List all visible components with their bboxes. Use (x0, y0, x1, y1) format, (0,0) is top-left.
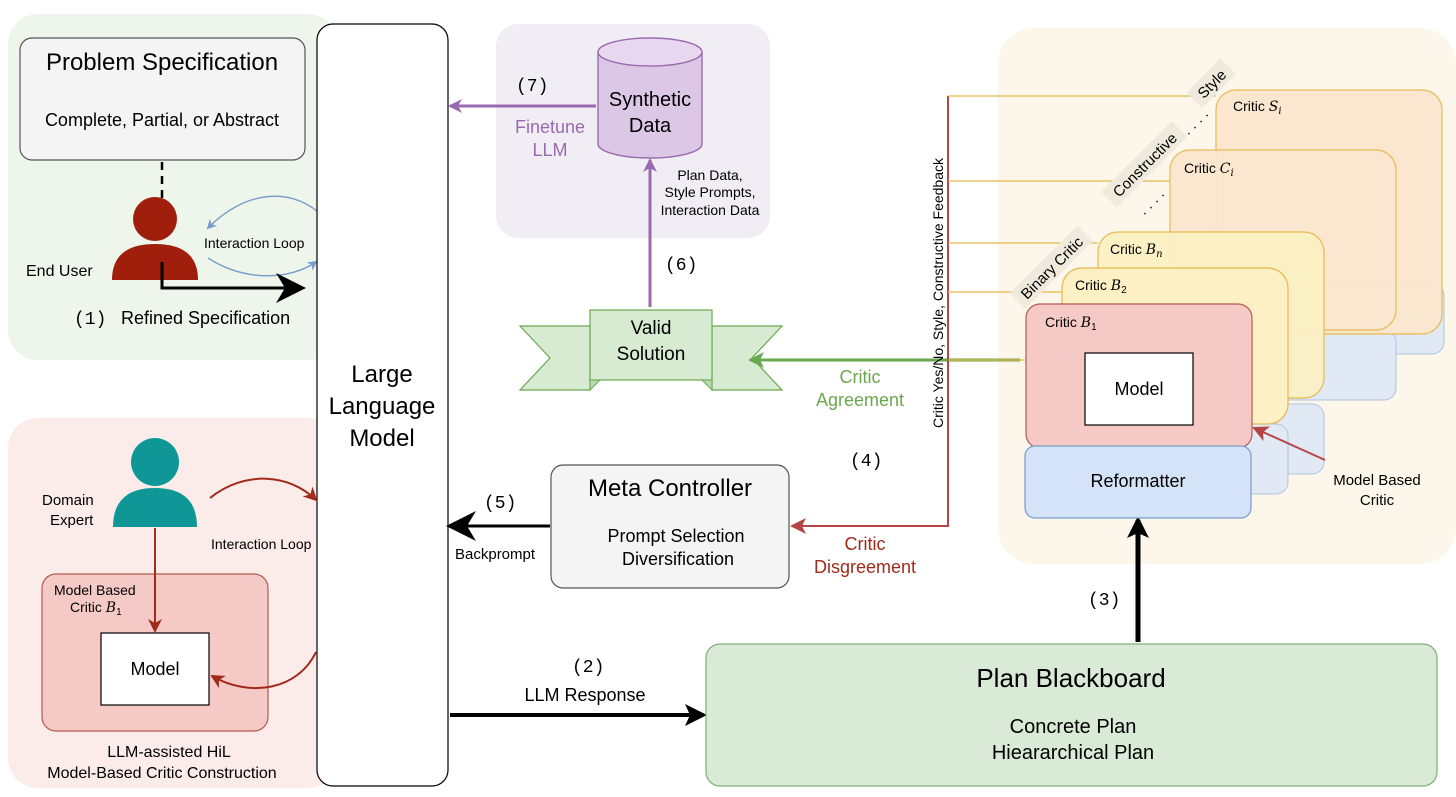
critic-b1-word: Critic (1045, 314, 1077, 330)
hil-model-box (100, 632, 210, 706)
meta-controller-line2: Diversification (622, 549, 734, 569)
step-3-label: (3) (1088, 591, 1120, 611)
hil-model-label: Model (130, 659, 179, 679)
hil-critic-box: Model Based Critic B1 Model (41, 573, 269, 732)
finetune-line1: Finetune (515, 117, 585, 137)
synthetic-data-line2: Style Prompts, (664, 184, 755, 200)
critic-b2-sym: B (1110, 278, 1121, 294)
step-6-label: (6) (665, 256, 697, 276)
critic-b1-sub: 1 (1091, 322, 1097, 333)
critic-b1-label: Critic B1 (1045, 314, 1097, 333)
problem-spec-subtitle: Complete, Partial, or Abstract (45, 110, 279, 130)
critic-b2-sub: 2 (1121, 285, 1127, 296)
end-user-interaction-loop: Interaction Loop (204, 235, 305, 251)
critic-bn-word: Critic (1110, 241, 1142, 257)
critic-c-word: Critic (1184, 160, 1216, 176)
hil-critic-sym: B (105, 600, 116, 616)
critic-c-label: Critic Ci (1184, 160, 1234, 179)
synthetic-line1: Synthetic (609, 89, 691, 111)
llm-box: Large Language Model (316, 23, 449, 787)
model-based-critic-line2: Critic (1360, 492, 1395, 509)
hil-critic-line1: Model Based (54, 582, 136, 598)
disagreement-line2: Disgreement (814, 557, 916, 577)
critic-s-sub: i (1278, 106, 1281, 117)
agreement-line2: Agreement (816, 390, 904, 410)
meta-controller-line1: Prompt Selection (607, 526, 744, 546)
hil-critic-line2: Critic B1 (70, 599, 122, 618)
step-5-label: (5) (484, 494, 516, 514)
plan-blackboard-box: Plan Blackboard Concrete Plan Hieararchi… (705, 643, 1438, 787)
critic-bn-sub: n (1156, 249, 1162, 260)
agreement-line1: Critic (840, 367, 881, 387)
domain-expert-label-1: Domain (42, 492, 94, 509)
domain-expert-icon (113, 438, 197, 527)
meta-controller-box: Meta Controller Prompt Selection Diversi… (550, 464, 790, 589)
domain-expert-label-2: Expert (50, 512, 94, 529)
critic-bn-sym: B (1145, 242, 1156, 258)
problem-spec-title: Problem Specification (46, 49, 278, 76)
hil-caption-1: LLM-assisted HiL (107, 744, 231, 761)
backprompt-label: Backprompt (455, 546, 536, 563)
reformatter-label: Reformatter (1090, 471, 1185, 491)
synthetic-data-cylinder: Synthetic Data (597, 37, 703, 159)
style-tag: Style (1186, 58, 1237, 109)
end-user-label: End User (26, 263, 93, 280)
model-based-critic-line1: Model Based (1333, 472, 1421, 489)
critic-s-word: Critic (1233, 98, 1265, 114)
model-based-critic-arrow (1252, 426, 1326, 461)
valid-line1: Valid (631, 318, 672, 339)
domain-expert-loop-upper (209, 477, 318, 502)
refined-spec-arrow (160, 262, 306, 303)
critic-s-sym: S (1269, 99, 1279, 115)
critic-b1-card: Critic B1 Model (1025, 303, 1253, 449)
problem-specification-box: Problem Specification Complete, Partial,… (19, 37, 306, 161)
domain-expert-interaction-loop: Interaction Loop (211, 536, 312, 552)
reformatter-box: Reformatter (1024, 445, 1252, 519)
critic-c-sub: i (1231, 168, 1234, 179)
refined-spec-label: Refined Specification (121, 308, 290, 328)
critic-b1-model-label: Model (1114, 379, 1163, 399)
critic-feedback-label: Critic Yes/No, Style, Constructive Feedb… (930, 157, 946, 428)
critic-bn-label: Critic Bn (1110, 241, 1163, 260)
llm-line1: Large (351, 361, 412, 388)
finetune-line2: LLM (532, 140, 567, 160)
step-1-label: (1) (74, 310, 106, 330)
synthetic-data-line1: Plan Data, (677, 167, 742, 183)
step-4-label: (4) (850, 452, 882, 472)
step-7-label: (7) (516, 77, 548, 97)
critic-b2-label: Critic B2 (1075, 277, 1127, 296)
critic-c-sym: C (1220, 161, 1231, 177)
valid-solution-banner: Valid Solution (518, 309, 784, 392)
llm-response-label: LLM Response (524, 685, 645, 705)
critic-disagreement-arrow (790, 96, 949, 534)
disagreement-line1: Critic (845, 534, 886, 554)
plan-blackboard-title: Plan Blackboard (976, 663, 1165, 693)
valid-line2: Solution (617, 344, 686, 365)
hil-critic-word: Critic (70, 599, 102, 615)
llm-line2: Language (329, 393, 436, 420)
end-user-loop-upper (206, 195, 319, 230)
hil-caption-2: Model-Based Critic Construction (47, 765, 276, 782)
critic-b2-word: Critic (1075, 277, 1107, 293)
plan-blackboard-line2: Hieararchical Plan (992, 742, 1154, 764)
critic-b1-model-box (1084, 352, 1194, 426)
critic-s-label: Critic Si (1233, 98, 1282, 117)
plan-blackboard-line1: Concrete Plan (1010, 716, 1137, 738)
domain-expert-loop-lower (210, 651, 317, 689)
synthetic-line2: Data (629, 115, 672, 137)
meta-controller-title: Meta Controller (588, 475, 752, 502)
llm-line3: Model (349, 425, 414, 452)
end-user-icon (112, 197, 198, 280)
step-2-label: (2) (572, 658, 604, 678)
end-user-loop-lower (207, 257, 318, 277)
synthetic-data-line3: Interaction Data (661, 202, 760, 218)
critic-b1-sym: B (1080, 315, 1091, 331)
hil-critic-sub: 1 (116, 607, 122, 618)
